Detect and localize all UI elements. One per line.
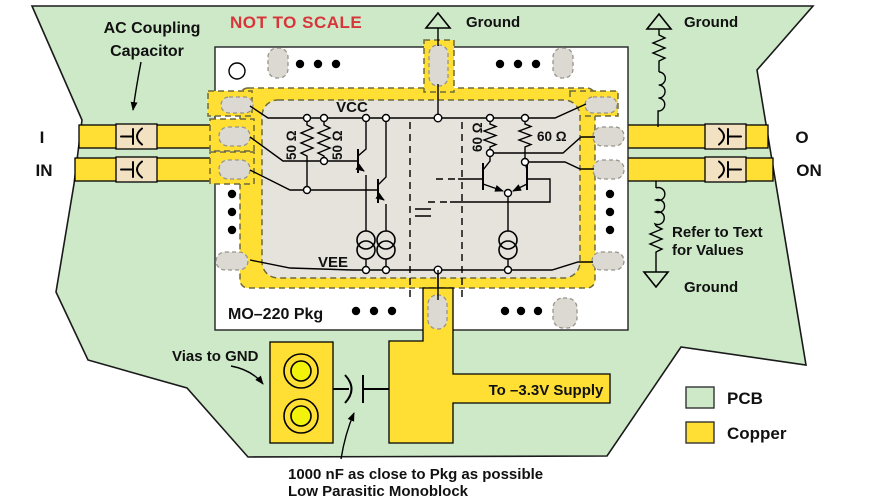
supply-bypass-capacitor (333, 374, 389, 404)
pad (552, 47, 574, 79)
refer-to-text-label-1: Refer to Text (672, 224, 763, 241)
ground-top-center: Ground (424, 11, 520, 46)
supply-copper: To –3.3V Supply (388, 270, 611, 444)
vias-to-gnd-label: Vias to GND (172, 348, 259, 365)
resistor-60-2-label: 60 Ω (537, 129, 567, 144)
pad-vee-bottom (427, 294, 448, 330)
pad (552, 297, 578, 329)
pad-vee-left (215, 251, 249, 271)
pad (267, 47, 289, 79)
ac-coupling-label-2: Capacitor (110, 43, 184, 60)
output-capacitor-on (704, 156, 747, 183)
pin1-marker (228, 62, 246, 80)
annotations: NOT TO SCALE AC Coupling Capacitor I IN … (36, 13, 822, 500)
transistor-q4 (450, 161, 551, 203)
resistor-ext-bottom (648, 225, 664, 272)
transistor-q2 (375, 118, 387, 231)
cap-note-label-1: 1000 nF as close to Pkg as possible (288, 466, 543, 483)
via-outer (283, 398, 319, 434)
cap-note-label-2: Low Parasitic Monoblock (288, 483, 469, 500)
ground-top-right: Ground (645, 12, 738, 128)
legend: PCB Copper (685, 386, 787, 444)
resistor-ext-top (651, 29, 667, 72)
cap-note-arrow (340, 412, 355, 460)
vee-label: VEE (318, 254, 348, 271)
ground-top-center-label: Ground (466, 14, 520, 31)
ac-coupling-label-1: AC Coupling (104, 20, 201, 37)
via-inner (290, 405, 312, 427)
wire-nodes (302, 113, 530, 275)
port-label-in: IN (36, 161, 53, 180)
package-name-label: MO–220 Pkg (228, 306, 323, 323)
current-source-1 (356, 230, 376, 270)
pad-input-2 (218, 159, 251, 180)
pad-output-2 (592, 159, 625, 180)
inductor-ext-bottom (653, 186, 666, 227)
refer-to-text-label-2: for Values (672, 242, 744, 259)
resistor-50-1 (299, 118, 315, 190)
port-label-on: ON (796, 161, 822, 180)
output-bias-network: Refer to Text for Values Ground (642, 181, 763, 296)
pad-input-1 (218, 126, 251, 147)
legend-swatch-pcb (685, 386, 715, 409)
pad-vcc-right (584, 96, 618, 114)
legend-label-copper: Copper (727, 424, 787, 443)
ground-top-right-label: Ground (684, 14, 738, 31)
ac-coupling-capacitors (115, 123, 747, 183)
pin-dots (227, 59, 615, 316)
resistor-50-2-label: 50 Ω (330, 130, 345, 160)
legend-label-pcb: PCB (727, 389, 763, 408)
transistor-q3 (458, 153, 504, 192)
input-capacitor-i (115, 123, 158, 150)
ground-bottom-right-label: Ground (684, 279, 738, 296)
resistor-60-2 (517, 118, 533, 162)
resistor-50-2 (316, 118, 332, 161)
via-outer (283, 353, 319, 389)
vias-arrow (230, 365, 264, 385)
input-capacitor-in (115, 156, 158, 183)
via-inner (290, 360, 312, 382)
resistor-60-1-label: 60 Ω (470, 122, 485, 152)
die-area (261, 99, 581, 279)
pad-vcc-left (220, 96, 254, 114)
output-line-o (490, 136, 595, 154)
ac-coupling-arrow (130, 61, 142, 111)
port-label-i: I (40, 128, 45, 147)
pad-output-1 (592, 126, 625, 147)
vcc-label: VCC (336, 99, 368, 116)
port-label-o: O (795, 128, 808, 147)
transistor-q1 (355, 118, 367, 231)
output-capacitor-o (704, 123, 747, 150)
not-to-scale-note: NOT TO SCALE (230, 13, 362, 32)
internal-schematic: VCC VEE 50 Ω 50 Ω 60 Ω 60 Ω (249, 84, 595, 300)
supply-label: To –3.3V Supply (489, 382, 604, 399)
pad-vee-right (591, 251, 625, 271)
legend-swatch-copper (685, 421, 715, 444)
resistor-50-1-label: 50 Ω (284, 130, 299, 160)
gnd-vias-block (269, 341, 334, 444)
resistor-60-1 (482, 118, 498, 153)
output-line-on (525, 161, 594, 170)
pad-ground-top (428, 44, 449, 87)
inductor-ext-top (657, 71, 667, 128)
